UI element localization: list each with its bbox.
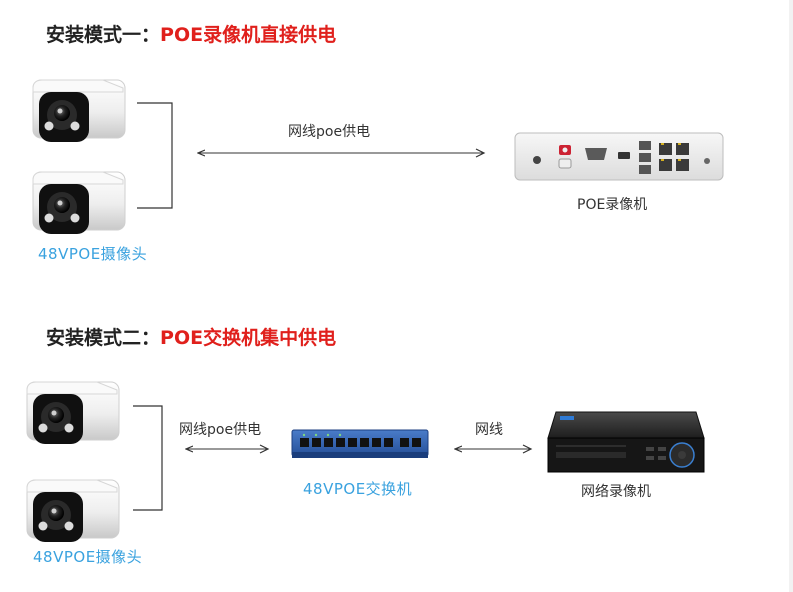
mode2-network-nvr: [547, 411, 705, 473]
mode2-device-label: 网络录像机: [581, 484, 651, 500]
mode2-switch-label: 48VPOE交换机: [303, 480, 413, 498]
mode1-camera-bottom: [32, 171, 126, 234]
mode2-link1-arrowhead-right: [259, 444, 270, 454]
mode1-camera-top: [32, 79, 126, 142]
mode1-poe-nvr: [514, 132, 724, 181]
mode2-camera-label: 48VPOE摄像头: [33, 548, 143, 566]
mode2-bracket: [133, 405, 163, 511]
mode2-link2-arrowhead-right: [522, 444, 533, 454]
mode1-heading-highlight: POE录像机直接供电: [160, 24, 337, 46]
mode2-heading-prefix: 安装模式二：: [46, 327, 161, 349]
mode2-link1-label: 网线poe供电: [179, 422, 262, 438]
mode2-camera-top: [26, 381, 120, 444]
mode2-heading: 安装模式二：POE交换机集中供电: [46, 323, 336, 350]
mode2-link2-label: 网线: [475, 422, 503, 438]
right-edge-strip: [789, 0, 793, 592]
mode2-camera-bottom: [26, 479, 120, 542]
mode1-link-arrowhead-right: [475, 148, 486, 158]
mode1-bracket: [137, 102, 173, 209]
mode1-device-label: POE录像机: [577, 197, 648, 213]
mode2-poe-switch: [291, 429, 429, 458]
mode1-link-label: 网线poe供电: [288, 124, 371, 140]
mode1-camera-label: 48VPOE摄像头: [38, 245, 148, 263]
mode1-heading-prefix: 安装模式一：: [46, 24, 161, 46]
mode2-heading-highlight: POE交换机集中供电: [160, 327, 337, 349]
mode1-heading: 安装模式一：POE录像机直接供电: [46, 20, 336, 47]
